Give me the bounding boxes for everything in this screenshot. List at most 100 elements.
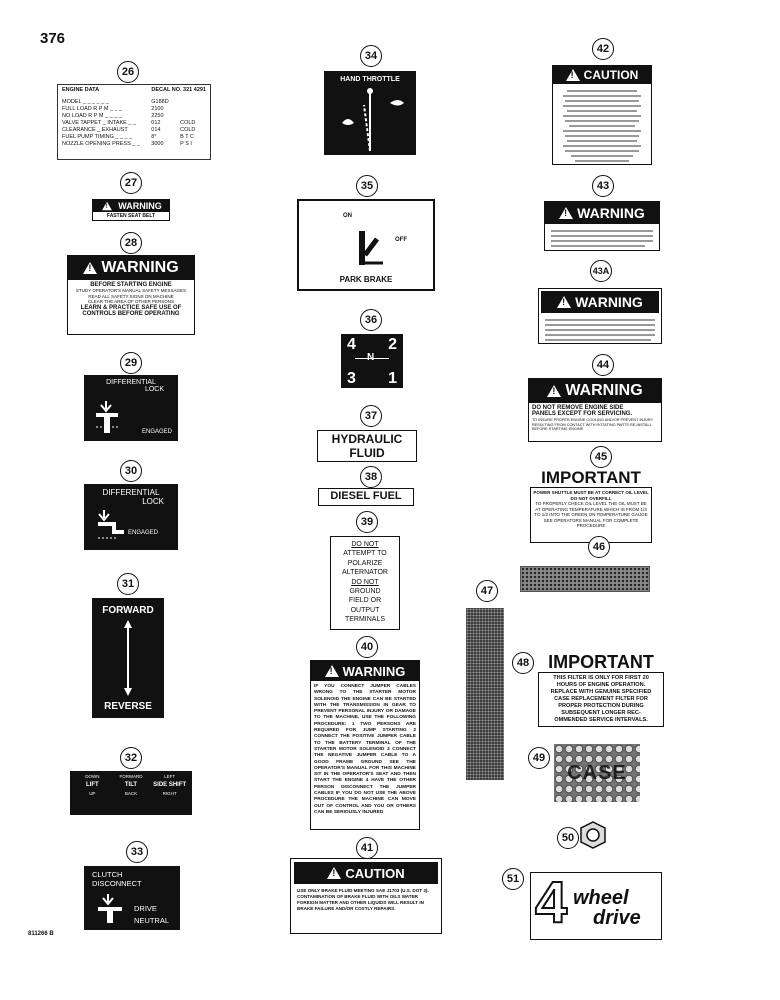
warning-line: CONTROLS BEFORE OPERATING	[82, 310, 180, 317]
filter-line: SUBSEQUENT LONGER REC-	[561, 710, 641, 716]
engine-data-unit: COLD	[180, 127, 196, 133]
alternator-line: TERMINALS	[344, 616, 386, 624]
control-label: SIDE SHIFT	[153, 782, 187, 788]
callout-28: 28	[120, 232, 142, 254]
control-label: UP	[89, 791, 96, 796]
park-brake-decal: ON OFF PARK BRAKE	[297, 199, 435, 291]
engine-data-label: CLEARANCE _ EXHAUST	[62, 127, 128, 133]
gear-shift-pattern-decal: 4 2 N 3 1	[341, 334, 403, 388]
caution-body: USE ONLY BRAKE FLUID MEETING SAE J1703 (…	[297, 888, 429, 911]
warning-triangle-icon	[102, 201, 113, 211]
engine-data-unit: B T C	[180, 134, 194, 140]
warning-body: IF YOU CONNECT JUMPER CABLES WRONG TO TH…	[314, 684, 416, 815]
engine-data-row: FULL LOAD R P M _ _ _2100	[62, 106, 206, 113]
diesel-fuel-decal: DIESEL FUEL	[318, 488, 414, 506]
label-line: DIFFERENTIAL	[106, 379, 156, 386]
page-number: 376	[40, 30, 66, 47]
shift-gate	[355, 358, 389, 359]
engine-data-row: FUEL PUMP TIMING _ _ _ _8°B T C	[62, 134, 206, 141]
callout-37: 37	[360, 405, 382, 427]
callout-46: 46	[588, 536, 610, 558]
differential-lock-decal-a: DIFFERENTIAL LOCK ENGAGED	[84, 375, 178, 441]
engine-data-label: FUEL PUMP TIMING _ _ _ _	[62, 134, 133, 140]
fine-print-lines	[545, 319, 655, 341]
engine-data-title: ENGINE DATA	[62, 87, 100, 93]
engine-data-unit	[180, 106, 206, 113]
radiator-warning-decal: WARNING	[544, 201, 660, 251]
callout-27: 27	[120, 172, 142, 194]
gear-2: 2	[388, 336, 397, 353]
warning-heading: WARNING	[342, 663, 406, 679]
label-line: DIFFERENTIAL	[102, 488, 160, 497]
filter-line: PROPER PROTECTION DURING	[558, 703, 644, 709]
engine-data-unit: P S I	[180, 141, 192, 147]
warning-heading: WARNING	[577, 205, 645, 221]
case-logo-decal: CASE	[554, 744, 640, 802]
warning-line: READ ALL SAFETY SIGNS ON MACHINE	[88, 293, 174, 299]
label-line: HYDRAULIC	[331, 432, 403, 446]
label-line: FLUID	[349, 446, 385, 460]
before-starting-warning-decal: WARNING BEFORE STARTING ENGINE STUDY OPE…	[67, 255, 195, 335]
alternator-line: POLARIZE	[347, 559, 383, 567]
warning-heading: WARNING	[101, 259, 179, 276]
park-brake-title: PARK BRAKE	[339, 275, 393, 284]
callout-43: 43	[592, 175, 614, 197]
forward-reverse-decal: FORWARD REVERSE	[92, 598, 164, 718]
wheel-word: wheel	[573, 887, 629, 909]
callout-44: 44	[592, 354, 614, 376]
filter-important-decal: IMPORTANT THIS FILTER IS ONLY FOR FIRST …	[538, 652, 664, 732]
warning-line: PANELS EXCEPT FOR SERVICING.	[532, 411, 633, 417]
power-shuttle-important-decal: IMPORTANT POWER SHUTTLE MUST BE AT CORRE…	[530, 468, 652, 543]
callout-29: 29	[120, 352, 142, 374]
label-line: CLUTCH	[92, 870, 123, 879]
callout-36: 36	[360, 309, 382, 331]
four-wheel-drive-decal: 4 wheel drive	[530, 869, 662, 940]
coolant-warning-decal: WARNING	[538, 288, 662, 344]
engine-data-row: NO LOAD R P M _ _ _ _ 2250	[62, 113, 206, 120]
alternator-line: OUTPUT	[350, 606, 380, 614]
engine-data-value: 2100	[151, 106, 164, 112]
fasten-seat-belt-decal: WARNING FASTEN SEAT BELT	[92, 199, 170, 221]
warning-triangle-icon	[565, 69, 580, 81]
vertical-reflector-strip	[466, 608, 504, 780]
gear-4: 4	[347, 336, 356, 353]
important-line: DO NOT OVERFILL	[570, 495, 612, 501]
operation-caution-decal: CAUTION	[552, 65, 652, 165]
warning-triangle-icon	[559, 207, 574, 219]
warning-triangle-icon	[557, 296, 572, 308]
gear-1: 1	[388, 370, 397, 387]
callout-48: 48	[512, 652, 534, 674]
warning-heading: WARNING	[565, 382, 643, 399]
engine-data-row: MODEL _ _ _ _ _ _G188D	[62, 99, 206, 106]
engine-data-unit: COLD	[180, 120, 196, 126]
callout-30: 30	[120, 460, 142, 482]
warning-line: CLEAR THE AREA OF OTHER PERSONS	[88, 299, 174, 304]
callout-43A: 43A	[590, 260, 612, 282]
engine-data-value: 2250	[151, 113, 164, 119]
engine-data-label: NOZZLE OPENING PRESS _ _	[62, 141, 140, 147]
fine-print-lines	[551, 230, 653, 247]
callout-34: 34	[360, 45, 382, 67]
four-numeral: 4	[534, 869, 568, 936]
gear-neutral: N	[367, 352, 374, 363]
case-logo-text: CASE	[567, 761, 627, 784]
neutral-label: NEUTRAL	[134, 916, 170, 925]
drive-word: drive	[593, 907, 641, 929]
engine-data-label: NO LOAD R P M _ _ _ _	[62, 113, 122, 119]
warning-heading: WARNING	[575, 294, 643, 310]
alternator-line: DO NOT	[351, 541, 379, 548]
callout-33: 33	[126, 841, 148, 863]
engine-data-decal-no: DECAL NO. 321 4291	[151, 87, 206, 93]
engine-data-label: MODEL _ _ _ _ _ _	[62, 99, 109, 105]
brake-fluid-caution-decal: CAUTION USE ONLY BRAKE FLUID MEETING SAE…	[290, 858, 442, 934]
gear-3: 3	[347, 370, 356, 387]
callout-39: 39	[356, 511, 378, 533]
important-heading: IMPORTANT	[541, 468, 641, 487]
alternator-line: ATTEMPT TO	[343, 550, 387, 558]
clutch-symbol-icon	[98, 894, 122, 923]
filter-line: REPLACE WITH GENUINE SPECIFIED	[550, 689, 652, 695]
engine-data-unit	[180, 113, 206, 120]
